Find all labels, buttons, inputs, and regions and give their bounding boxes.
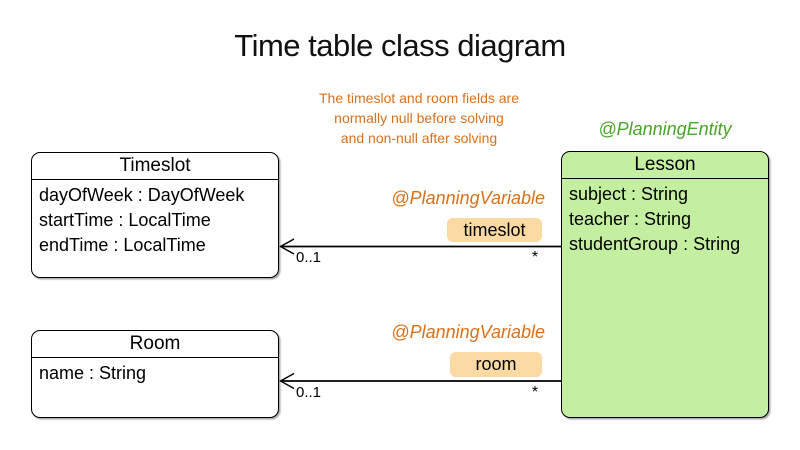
multiplicity-room-target: 0..1 (296, 384, 322, 401)
note-line-2: normally null before solving (334, 110, 504, 126)
role-tag-timeslot: timeslot (447, 218, 542, 242)
field-endtime: endTime : LocalTime (39, 235, 206, 255)
note-line-1: The timeslot and room fields are (319, 90, 519, 106)
field-studentgroup: studentGroup : String (569, 234, 741, 254)
field-teacher: teacher : String (569, 209, 692, 229)
planning-entity-annotation: @PlanningEntity (598, 119, 732, 139)
class-box-timeslot: Timeslot dayOfWeek : DayOfWeek startTime… (31, 152, 279, 278)
class-box-room: Room name : String (31, 330, 279, 418)
class-timeslot-fields: dayOfWeek : DayOfWeek startTime : LocalT… (32, 180, 278, 261)
role-tag-room: room (450, 352, 542, 377)
class-room-fields: name : String (32, 358, 278, 389)
field-dayofweek: dayOfWeek : DayOfWeek (39, 185, 245, 205)
field-name: name : String (39, 363, 147, 383)
field-starttime: startTime : LocalTime (39, 210, 211, 230)
note-text: The timeslot and room fields are normall… (269, 88, 569, 148)
multiplicity-timeslot-source: * (531, 249, 539, 266)
note-line-3: and non-null after solving (340, 130, 498, 146)
planning-variable-annotation-room: @PlanningVariable (391, 322, 545, 342)
class-lesson-fields: subject : String teacher : String studen… (562, 179, 768, 260)
diagram-title: Time table class diagram (234, 28, 566, 63)
class-timeslot-name: Timeslot (32, 153, 278, 180)
field-subject: subject : String (569, 184, 689, 204)
multiplicity-room-source: * (531, 384, 539, 401)
class-box-lesson: Lesson subject : String teacher : String… (561, 151, 769, 418)
open-arrowhead-icon (279, 372, 295, 390)
planning-variable-annotation-timeslot: @PlanningVariable (391, 188, 545, 208)
class-lesson-name: Lesson (562, 152, 768, 179)
open-arrowhead-icon (279, 238, 295, 255)
class-room-name: Room (32, 331, 278, 358)
multiplicity-timeslot-target: 0..1 (296, 249, 322, 266)
